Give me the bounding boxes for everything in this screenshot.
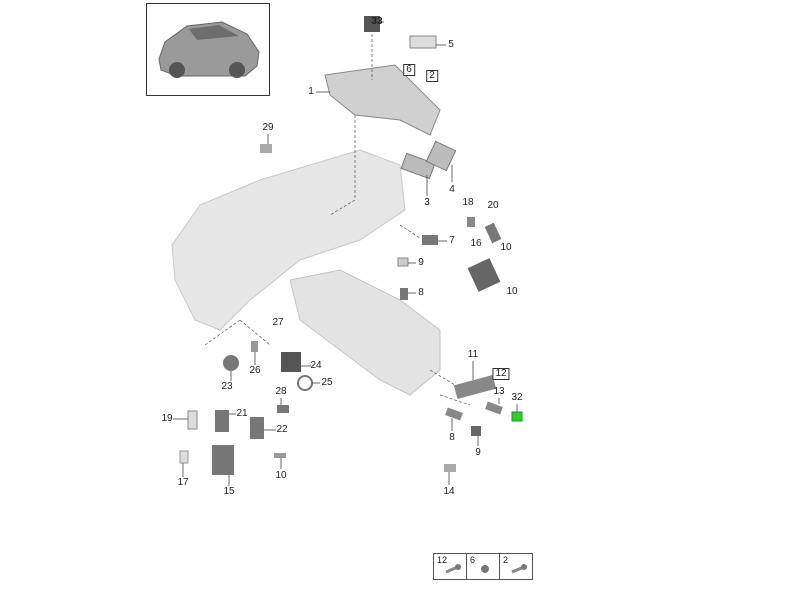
fastener-legend: 12 6 2	[433, 553, 533, 580]
part-17	[179, 450, 189, 464]
part-14	[444, 464, 456, 472]
dashboard-part	[171, 149, 406, 331]
part-18	[467, 217, 475, 227]
vehicle-thumbnail	[146, 3, 270, 96]
callout-11[interactable]: 11	[467, 349, 479, 360]
callout-29[interactable]: 29	[262, 122, 274, 133]
callout-10[interactable]: 10	[500, 242, 512, 253]
callout-22[interactable]: 22	[276, 424, 288, 435]
part-33	[364, 16, 380, 32]
part-21	[215, 410, 229, 432]
legend-label: 2	[503, 555, 509, 565]
callout-18[interactable]: 18	[462, 197, 474, 208]
console-trim-part-1	[324, 64, 441, 136]
legend-cell-12[interactable]: 12	[434, 554, 467, 579]
callout-14[interactable]: 14	[443, 486, 455, 497]
callout-24[interactable]: 24	[310, 360, 322, 371]
callout-32[interactable]: 32	[511, 392, 523, 403]
part-32	[511, 411, 523, 422]
callout-8[interactable]: 8	[418, 287, 424, 298]
part-16	[467, 258, 501, 292]
callout-26[interactable]: 26	[249, 365, 261, 376]
callout-8[interactable]: 8	[449, 432, 455, 443]
center-console-part	[289, 269, 441, 396]
callout-9[interactable]: 9	[418, 257, 424, 268]
callout-1[interactable]: 1	[308, 86, 314, 97]
part-7	[422, 235, 438, 245]
callout-5[interactable]: 5	[448, 39, 454, 50]
callout-23[interactable]: 23	[221, 381, 233, 392]
legend-cell-6[interactable]: 6	[467, 554, 500, 579]
callout-15[interactable]: 15	[223, 486, 235, 497]
callout-21[interactable]: 21	[236, 408, 248, 419]
part-28	[277, 405, 289, 413]
callout-25[interactable]: 25	[321, 377, 333, 388]
callout-28[interactable]: 28	[275, 386, 287, 397]
part-10c	[274, 453, 286, 458]
callout-20[interactable]: 20	[487, 200, 499, 211]
part-9b	[471, 426, 481, 436]
part-22	[250, 417, 264, 439]
legend-label: 6	[470, 555, 476, 565]
car-icon	[158, 21, 260, 78]
callout-13[interactable]: 13	[493, 386, 505, 397]
part-13	[485, 401, 503, 415]
part-24	[281, 352, 301, 372]
part-15	[212, 445, 234, 475]
callout-12[interactable]: 12	[492, 368, 510, 380]
callout-7[interactable]: 7	[449, 235, 455, 246]
part-23	[223, 355, 239, 371]
part-29	[260, 144, 272, 153]
part-20	[484, 222, 502, 244]
part-19	[187, 410, 198, 430]
legend-cell-2[interactable]: 2	[500, 554, 532, 579]
callout-10[interactable]: 10	[275, 470, 287, 481]
part-11	[453, 375, 497, 399]
callout-9[interactable]: 9	[475, 447, 481, 458]
part-9a	[397, 257, 409, 267]
nut-icon	[481, 565, 489, 573]
screw-icon	[445, 564, 461, 574]
callout-2[interactable]: 2	[426, 70, 438, 82]
callout-10[interactable]: 10	[506, 286, 518, 297]
legend-label: 12	[437, 555, 448, 565]
screw-icon	[511, 564, 527, 574]
callout-16[interactable]: 16	[470, 238, 482, 249]
part-8a	[400, 288, 408, 300]
callout-27[interactable]: 27	[272, 317, 284, 328]
part-25	[297, 375, 313, 391]
part-8b	[445, 407, 463, 421]
callout-4[interactable]: 4	[449, 184, 455, 195]
callout-19[interactable]: 19	[161, 413, 173, 424]
part-5	[409, 35, 437, 49]
part-3	[400, 152, 436, 180]
callout-17[interactable]: 17	[177, 477, 189, 488]
callout-33[interactable]: 33	[371, 16, 383, 27]
part-4	[425, 140, 457, 172]
callout-3[interactable]: 3	[424, 197, 430, 208]
part-26	[251, 341, 258, 352]
callout-6[interactable]: 6	[403, 64, 415, 76]
